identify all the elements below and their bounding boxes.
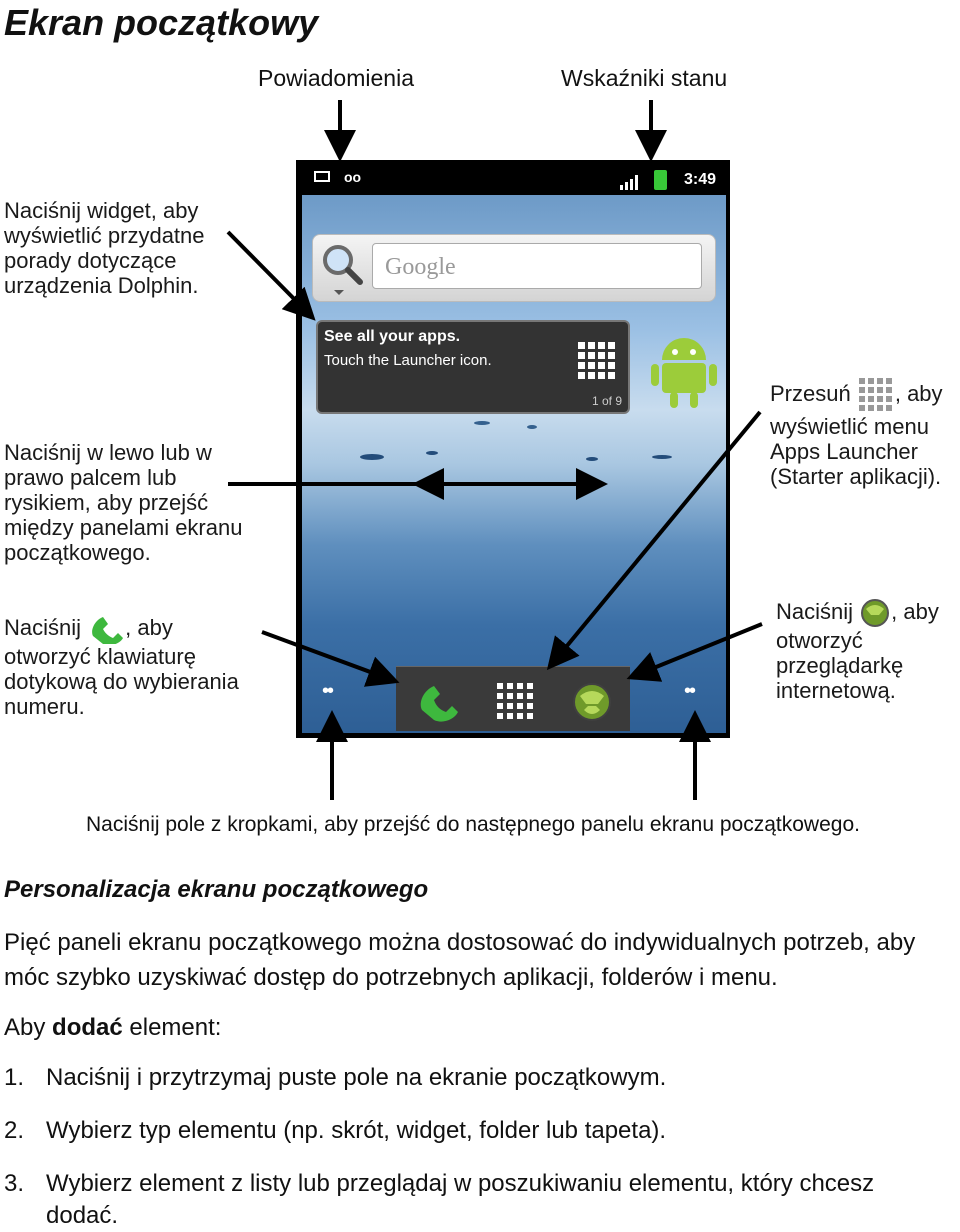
search-input[interactable]: Google xyxy=(372,243,702,289)
phone-callout: Naciśnij , aby otworzyć klawiaturę dotyk… xyxy=(4,614,254,719)
list-item: 3. Wybierz element z listy lub przeglądaj… xyxy=(4,1168,946,1232)
section-heading: Personalizacja ekranu początkowego xyxy=(4,876,429,903)
page-title: Ekran początkowy xyxy=(4,2,319,43)
left-dots-button[interactable]: •• xyxy=(322,680,334,702)
launcher-callout: Przesuń , aby wyświetlić menu Apps Launc… xyxy=(770,376,960,489)
android-robot-icon xyxy=(651,338,717,408)
phone-callout-rest: otworzyć klawiaturę dotykową do wybieran… xyxy=(4,644,239,719)
list-item-text: Naciśnij i przytrzymaj puste pole na ekr… xyxy=(46,1064,667,1091)
list-item-number: 2. xyxy=(4,1117,25,1144)
tip-widget[interactable]: See all your apps. Touch the Launcher ic… xyxy=(316,320,630,414)
phone-callout-post: , aby xyxy=(125,614,173,640)
browser-callout-post: , aby xyxy=(891,598,939,624)
mail-icon xyxy=(314,171,330,182)
browser-callout-pre: Naciśnij xyxy=(776,598,854,624)
launcher-grid-icon xyxy=(578,342,615,379)
list-item-number: 1. xyxy=(4,1064,25,1091)
status-time: 3:49 xyxy=(684,171,717,188)
phone-callout-pre: Naciśnij xyxy=(4,614,82,640)
browser-globe-icon[interactable] xyxy=(572,682,612,722)
status-indicators-label: Wskaźniki stanu xyxy=(561,65,728,91)
voicemail-icon: oo xyxy=(344,169,362,185)
notifications-label: Powiadomienia xyxy=(258,65,414,91)
globe-icon xyxy=(861,599,890,627)
list-item-number: 3. xyxy=(4,1170,25,1197)
widget-callout: Naciśnij widget, aby wyświetlić przydatn… xyxy=(4,198,205,298)
dots-callout: Naciśnij pole z kropkami, aby przejść do… xyxy=(86,813,860,836)
browser-callout-rest: otworzyć przeglądarkę internetową. xyxy=(776,628,904,703)
battery-icon xyxy=(654,170,667,190)
section-paragraph: Pięć paneli ekranu początkowego można do… xyxy=(4,929,916,991)
phone-dialer-icon[interactable] xyxy=(414,680,458,724)
search-icon xyxy=(323,245,363,295)
add-intro-pre: Aby xyxy=(4,1014,53,1041)
swipe-callout: Naciśnij w lewo lub w prawo palcem lub r… xyxy=(4,440,243,565)
launcher-icon[interactable] xyxy=(497,683,533,719)
add-intro-post: element: xyxy=(122,1014,222,1041)
status-bar: oo 3:49 xyxy=(300,165,726,195)
right-dots-button[interactable]: •• xyxy=(684,680,696,702)
list-item-text: Wybierz element z listy lub przeglądaj w… xyxy=(46,1170,875,1229)
add-intro-bold: dodać xyxy=(52,1014,123,1041)
launcher-grid-small-icon xyxy=(858,378,892,411)
tip-title: See all your apps. xyxy=(324,328,461,345)
launcher-callout-post: , aby xyxy=(894,380,943,406)
browser-callout: Naciśnij , aby otworzyć przeglądarkę int… xyxy=(776,598,960,703)
signal-icon xyxy=(620,174,642,195)
tip-text: Touch the Launcher icon. xyxy=(324,352,492,369)
tip-page: 1 of 9 xyxy=(591,394,622,408)
list-item-text: Wybierz typ elementu (np. skrót, widget,… xyxy=(46,1117,667,1144)
list-item: 1. Naciśnij i przytrzymaj puste pole na e… xyxy=(4,1062,946,1094)
add-intro: Aby dodać element: xyxy=(4,1012,221,1044)
list-item: 2. Wybierz typ elementu (np. skrót, widge… xyxy=(4,1115,946,1147)
launcher-callout-pre: Przesuń xyxy=(770,380,851,406)
launcher-callout-rest: wyświetlić menu Apps Launcher (Starter a… xyxy=(770,414,942,489)
phone-icon xyxy=(92,617,124,646)
